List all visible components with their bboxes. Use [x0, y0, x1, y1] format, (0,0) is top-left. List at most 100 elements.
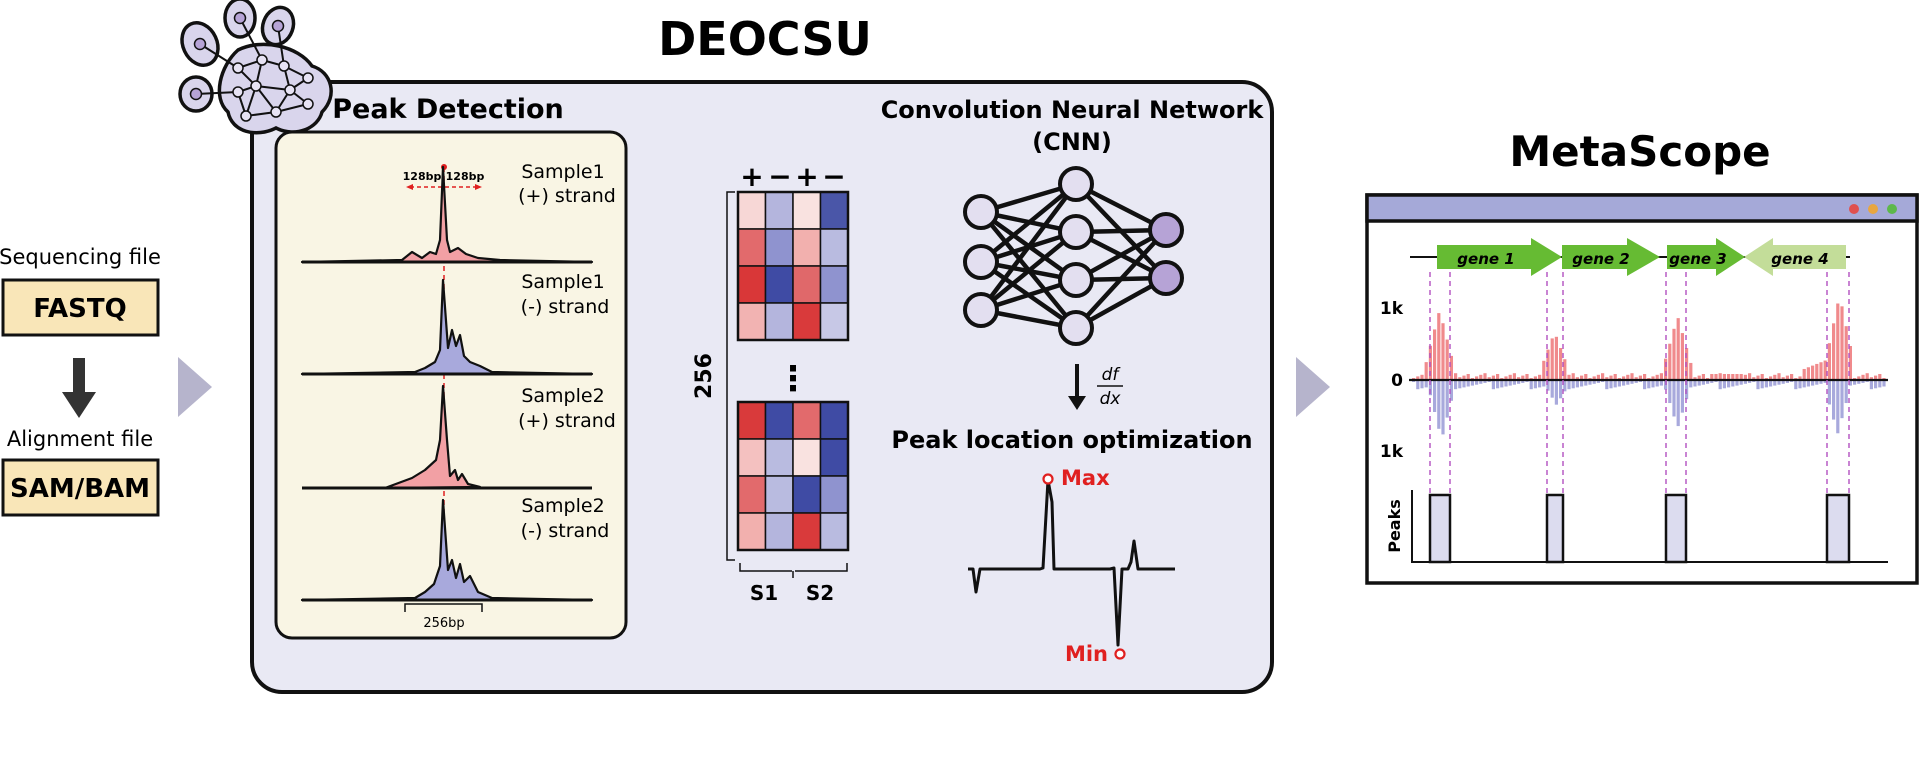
coverage-bar-minus	[1508, 380, 1512, 386]
coverage-bar-plus	[1718, 373, 1722, 380]
coverage-bar-minus	[1731, 380, 1735, 387]
matrix-cell	[764, 512, 794, 551]
coverage-bar-plus	[1756, 375, 1760, 380]
nn-connection	[979, 182, 1078, 264]
track-strand-label: (-) strand	[521, 296, 610, 318]
gene-label: gene 2	[1572, 250, 1629, 268]
track-strand-label: (+) strand	[518, 185, 616, 207]
coverage-bar-plus	[1680, 333, 1684, 380]
coverage-bar-plus	[1508, 374, 1512, 380]
matrix-cell	[819, 191, 849, 230]
coverage-bar-plus	[1416, 376, 1420, 380]
coverage-bar-plus	[1445, 339, 1449, 380]
coverage-bar-plus	[1697, 375, 1701, 380]
derivative-arrow-icon	[1068, 364, 1086, 410]
axis-bottom-label: 1k	[1380, 442, 1404, 462]
matrix-sign: +	[740, 160, 763, 193]
coverage-bar-minus	[1861, 380, 1865, 383]
coverage-bar-plus	[1626, 374, 1630, 380]
coverage-bar-plus	[1609, 375, 1613, 380]
matrix-row-count: 256	[692, 353, 717, 399]
matrix-sign: +	[795, 160, 818, 193]
nn-connection	[979, 182, 1078, 312]
coverage-bar-plus	[1769, 376, 1773, 380]
sample-bracket	[739, 563, 848, 578]
matrix-sign: −	[822, 160, 845, 193]
flow-arrow-icon	[1296, 357, 1330, 417]
coverage-bar-plus	[1773, 374, 1777, 380]
matrix-cell	[792, 475, 822, 514]
coverage-bar-plus	[1701, 374, 1705, 380]
coverage-bar-minus	[1546, 380, 1550, 391]
coverage-bar-plus	[1689, 362, 1693, 380]
coverage-bar-plus	[1878, 374, 1882, 380]
coverage-bar-minus	[1710, 380, 1714, 383]
coverage-bar-minus	[1634, 380, 1638, 383]
coverage-bar-minus	[1760, 380, 1764, 389]
matrix-cell	[737, 228, 767, 267]
coverage-bar-minus	[1592, 380, 1596, 384]
coverage-bar-minus	[1441, 380, 1445, 435]
coverage-bar-plus	[1815, 363, 1819, 380]
half-window-right-label: 128bp	[446, 170, 485, 183]
coverage-bar-minus	[1449, 380, 1453, 401]
coverage-bar-plus	[1533, 376, 1537, 380]
coverage-bar-plus	[1466, 374, 1470, 380]
coverage-bar-minus	[1777, 380, 1781, 385]
coverage-bar-minus	[1882, 380, 1886, 387]
coverage-bar-minus	[1668, 380, 1672, 404]
coverage-bar-plus	[1643, 374, 1647, 380]
coverage-bar-minus	[1454, 380, 1458, 390]
window-maximize-icon	[1887, 204, 1897, 214]
matrix-border	[736, 400, 850, 552]
coverage-bar-minus	[1794, 380, 1798, 390]
coverage-bar-minus	[1827, 380, 1831, 405]
gene-label: gene 4	[1771, 250, 1828, 268]
gene-label: gene 3	[1669, 250, 1726, 268]
alignment-file-label: Alignment file	[7, 427, 153, 451]
coverage-bar-minus	[1575, 380, 1579, 388]
coverage-bar-minus	[1769, 380, 1773, 387]
coverage-bar-minus	[1437, 380, 1441, 429]
coverage-bar-minus	[1819, 380, 1823, 384]
track-peak	[300, 498, 594, 602]
coverage-bar-plus	[1546, 349, 1550, 380]
coverage-bar-minus	[1739, 380, 1743, 385]
gene-arrow	[1562, 238, 1660, 276]
sample-label: S2	[806, 581, 834, 605]
coverage-bar-plus	[1496, 374, 1500, 380]
matrix-cell	[819, 265, 849, 304]
coverage-bar-plus	[1575, 377, 1579, 380]
nn-node	[1148, 260, 1184, 296]
coverage-bar-minus	[1533, 380, 1537, 389]
coverage-bar-minus	[1785, 380, 1789, 383]
coverage-bar-minus	[1735, 380, 1739, 386]
track-sample-label: Sample2	[521, 495, 604, 517]
coverage-bar-plus	[1559, 348, 1563, 380]
nn-node	[1148, 212, 1184, 248]
coverage-bar-plus	[1487, 377, 1491, 380]
axis-zero-label: 0	[1391, 371, 1403, 391]
coverage-bar-plus	[1844, 326, 1848, 380]
matrix-cell	[737, 475, 767, 514]
network-logo-icon	[178, 0, 333, 135]
matrix-cell	[737, 401, 767, 440]
nn-node	[963, 292, 999, 328]
matrix-cell	[764, 401, 794, 440]
matrix-cell	[764, 265, 794, 304]
coverage-bar-minus	[1823, 380, 1827, 383]
gene-arrow	[1437, 238, 1562, 276]
coverage-bar-minus	[1689, 380, 1693, 388]
nn-node	[1058, 214, 1094, 250]
coverage-bar-plus	[1512, 373, 1516, 380]
matrix-cell	[737, 438, 767, 477]
matrix-cell	[764, 438, 794, 477]
matrix-cell	[737, 265, 767, 304]
coverage-bar-plus	[1454, 373, 1458, 380]
coverage-bar-plus	[1525, 374, 1529, 380]
coverage-bar-minus	[1693, 380, 1697, 387]
coverage-bar-plus	[1727, 374, 1731, 380]
coverage-bar-plus	[1798, 376, 1802, 380]
peak-boxes	[1428, 493, 1851, 564]
coverage-bar-plus	[1735, 374, 1739, 380]
